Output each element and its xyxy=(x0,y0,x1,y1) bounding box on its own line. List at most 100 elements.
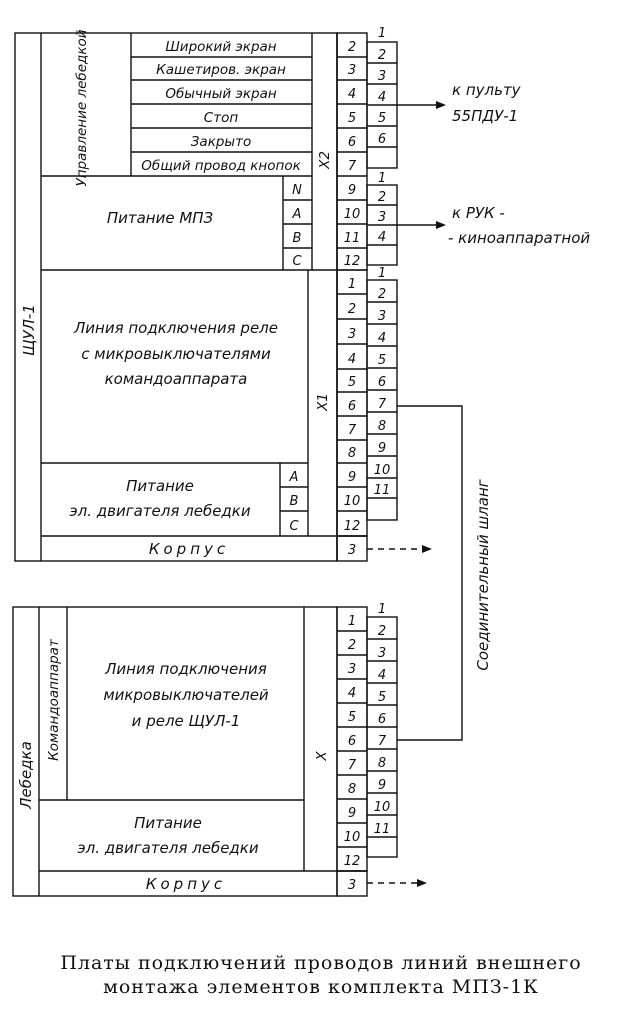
schuel-body-pin: 3 xyxy=(348,543,356,558)
relay-line-label: Линия подключения реле xyxy=(73,319,278,337)
x1-pin: 7 xyxy=(348,423,357,438)
x2-pin: 3 xyxy=(348,63,356,78)
x1-pin: 2 xyxy=(348,302,356,317)
winch-line-label: микровыключателей xyxy=(103,686,269,704)
winch-motor-label: эл. двигателя лебедки xyxy=(77,839,258,857)
x-pin: 7 xyxy=(348,758,357,773)
remote-target: к пульту xyxy=(452,81,522,99)
x-label: X xyxy=(314,751,330,762)
x-pin: 3 xyxy=(348,662,356,677)
x1-outer-pin: 4 xyxy=(378,331,386,346)
x-pin: 6 xyxy=(348,734,356,749)
winch-outer-pin: 9 xyxy=(378,778,386,793)
x-pin: 12 xyxy=(344,854,361,869)
x-pin: 1 xyxy=(348,614,356,629)
x1-pin: 8 xyxy=(348,446,356,461)
schuel-panel xyxy=(14,32,368,562)
winch-outer-pin: 2 xyxy=(378,624,386,639)
schuel-motor-label: эл. двигателя лебедки xyxy=(69,502,250,520)
winch-outer-pin: 7 xyxy=(378,734,387,749)
x1-pin: 12 xyxy=(344,519,361,534)
x-pin: 8 xyxy=(348,782,356,797)
x1-outer-pin: 1 xyxy=(378,266,386,281)
x1-pin: 1 xyxy=(348,277,356,292)
winch-outer-pin: 10 xyxy=(374,800,391,815)
commander-label: Командоаппарат xyxy=(46,638,62,761)
schuel-body-arrow xyxy=(367,545,432,553)
mpz-phase: B xyxy=(293,231,302,246)
x1-pin: 5 xyxy=(348,375,356,390)
mpz-phase: C xyxy=(292,254,302,269)
x2-pin: 4 xyxy=(348,87,356,102)
winch-body-pin: 3 xyxy=(348,878,356,893)
x1-outer-pin: 3 xyxy=(378,309,386,324)
winch-unit-label: Лебедка xyxy=(17,741,35,810)
control-row-lines xyxy=(131,56,312,153)
winch-body-arrow xyxy=(367,879,427,887)
control-row-label: Обычный экран xyxy=(165,86,277,102)
x1-outer-pin: 7 xyxy=(378,397,387,412)
winch-motor-label: Питание xyxy=(134,814,202,832)
schuel-unit-label: ЩУЛ-1 xyxy=(20,304,38,356)
remote-pin: 4 xyxy=(378,90,386,105)
x1-outer-pin: 9 xyxy=(378,441,386,456)
ruk-pin: 4 xyxy=(378,230,386,245)
remote-pin: 6 xyxy=(378,132,386,147)
motor-phase: B xyxy=(290,494,299,509)
winch-outer-pin: 6 xyxy=(378,712,386,727)
winch-outer-pin: 11 xyxy=(374,822,391,837)
x2-pin: 11 xyxy=(344,231,361,246)
winch-panel xyxy=(12,606,398,897)
remote-pin: 3 xyxy=(378,69,386,84)
control-row-label: Общий провод кнопок xyxy=(141,158,301,174)
winch-line-label: и реле ЩУЛ-1 xyxy=(132,712,241,730)
x1-label: X1 xyxy=(315,393,331,412)
control-row-label: Кашетиров. экран xyxy=(156,62,286,78)
x1-outer-pin: 6 xyxy=(378,375,386,390)
control-row-label: Широкий экран xyxy=(165,39,276,55)
schuel-body-label: Корпус xyxy=(149,540,229,558)
x-pin: 9 xyxy=(348,806,356,821)
x2-pin: 12 xyxy=(344,254,361,269)
winch-body-label: Корпус xyxy=(146,875,226,893)
ruk-pin: 1 xyxy=(378,171,386,186)
remote-pin: 2 xyxy=(378,48,386,63)
x2-pin: 7 xyxy=(348,159,357,174)
x2-pin: 5 xyxy=(348,111,356,126)
motor-phase: A xyxy=(289,470,299,485)
x1-outer-pin: 11 xyxy=(374,483,391,498)
schuel-motor-label: Питание xyxy=(126,477,194,495)
x2-label: X2 xyxy=(317,151,333,170)
x-pin: 2 xyxy=(348,638,356,653)
mpz-phase: A xyxy=(292,207,302,222)
x-pin: 4 xyxy=(348,686,356,701)
winch-line-label: Линия подключения xyxy=(104,660,267,678)
ruk-target: - киноаппаратной xyxy=(448,229,590,247)
control-group-label: Управление лебедкой xyxy=(74,29,90,186)
mpz-label: Питание МПЗ xyxy=(107,209,214,227)
x2-pin: 2 xyxy=(348,40,356,55)
ruk-pin: 2 xyxy=(378,190,386,205)
winch-outer-pin: 5 xyxy=(378,690,386,705)
remote-pin: 5 xyxy=(378,111,386,126)
ruk-arrow xyxy=(397,221,446,229)
ruk-target: к РУК - xyxy=(452,204,505,222)
x1-outer-pin: 5 xyxy=(378,353,386,368)
x1-outer-pin: 8 xyxy=(378,419,386,434)
motor-phase: C xyxy=(289,519,299,534)
remote-target: 55ПДУ-1 xyxy=(452,107,518,125)
caption-line: Платы подключений проводов линий внешнег… xyxy=(60,952,582,974)
x-pin: 5 xyxy=(348,710,356,725)
winch-outer-pin: 3 xyxy=(378,646,386,661)
x1-pin: 4 xyxy=(348,352,356,367)
hose-line xyxy=(397,405,463,741)
x-pin: 10 xyxy=(344,830,361,845)
x1-pin: 9 xyxy=(348,470,356,485)
x1-pin: 3 xyxy=(348,327,356,342)
relay-line-label: командоаппарата xyxy=(105,370,248,388)
winch-outer-pin: 8 xyxy=(378,756,386,771)
remote-pin: 1 xyxy=(378,26,386,41)
relay-line-label: с микровыключателями xyxy=(81,345,271,363)
x1-outer-pin: 10 xyxy=(374,463,391,478)
